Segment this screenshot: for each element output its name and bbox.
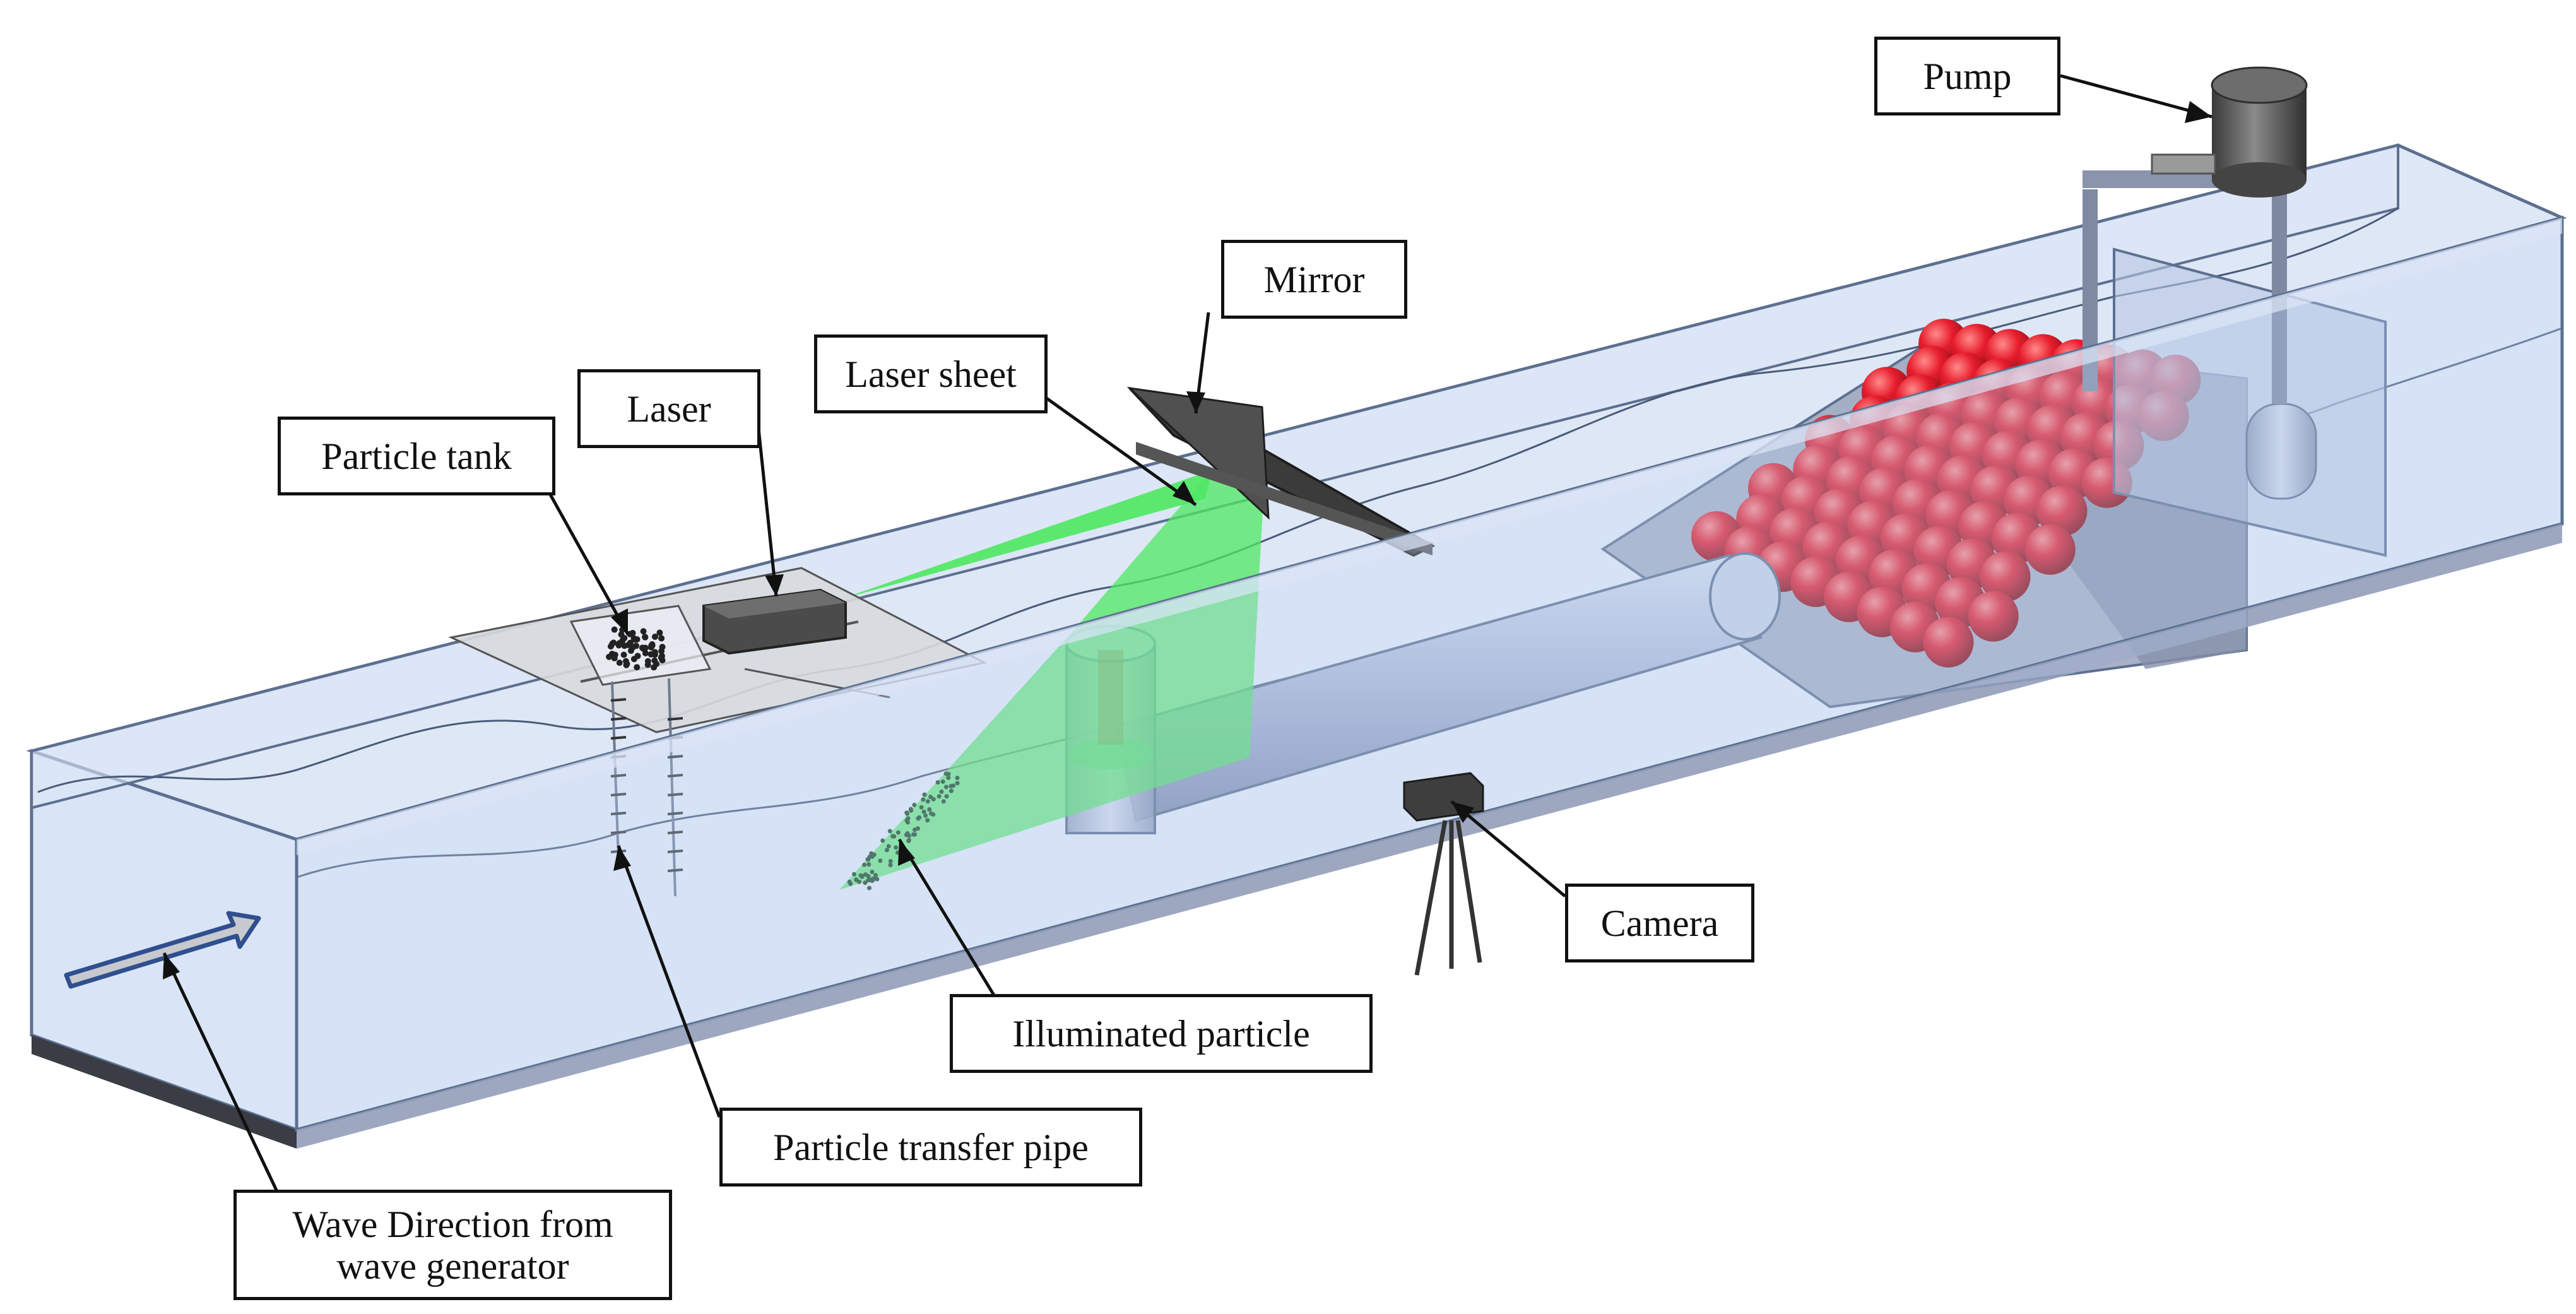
label-pump: Pump (1874, 37, 2060, 115)
label-laser: Laser (577, 369, 760, 448)
label-laser-text: Laser (627, 387, 711, 431)
label-particle-tank: Particle tank (278, 417, 555, 495)
label-mirror-text: Mirror (1264, 257, 1365, 302)
tank-particle-dot (606, 654, 612, 660)
camera-tripod-icon (1404, 773, 1483, 975)
label-camera-text: Camera (1601, 901, 1719, 945)
label-illuminated-particle: Illuminated particle (950, 994, 1373, 1073)
tank-particle-dot (623, 662, 629, 668)
tank-particle-dot (645, 661, 651, 668)
tank-particle-dot (652, 634, 658, 640)
tube-tick (611, 699, 626, 701)
label-particle-transfer-pipe-text: Particle transfer pipe (773, 1125, 1089, 1169)
tank-particle-dot (649, 641, 655, 648)
tank-particle-dot (621, 635, 627, 641)
label-mirror: Mirror (1221, 240, 1407, 319)
tank-particle-dot (658, 648, 665, 654)
tube-tick (611, 718, 626, 719)
tank-particle-dot (617, 660, 623, 666)
label-particle-transfer-pipe: Particle transfer pipe (719, 1108, 1142, 1187)
label-wave-direction: Wave Direction from wave generator (233, 1190, 672, 1300)
tank-particle-dot (652, 651, 658, 658)
tank-particle-dot (617, 640, 623, 646)
tank-particle-dot (621, 652, 627, 658)
label-wave-direction-line1: Wave Direction from (292, 1204, 613, 1245)
tank-particle-dot (630, 630, 636, 636)
tank-particle-dot (641, 628, 647, 634)
label-camera: Camera (1565, 884, 1754, 962)
label-particle-tank-text: Particle tank (321, 434, 512, 478)
tube-tick (668, 718, 683, 719)
label-wave-direction-line2: wave generator (336, 1245, 569, 1287)
label-laser-sheet: Laser sheet (814, 334, 1048, 413)
tank-particle-dot (642, 645, 649, 651)
tank-particle-dot (634, 664, 640, 670)
tank-particle-dot (612, 655, 618, 661)
label-pump-text: Pump (1923, 54, 2011, 98)
tank-particle-dot (658, 635, 665, 641)
label-laser-sheet-text: Laser sheet (845, 352, 1017, 396)
tank-particle-dot (612, 627, 618, 633)
tank-particle-dot (610, 639, 617, 646)
tank-particle-dot (659, 657, 666, 663)
tank-particle-dot (651, 664, 657, 670)
tank-particle-dot (634, 636, 640, 642)
tank-particle-dot (642, 634, 648, 641)
tank-particle-dot (635, 653, 641, 659)
tank-particle-dot (630, 644, 636, 651)
tube-tick (611, 737, 626, 738)
label-illuminated-particle-text: Illuminated particle (1012, 1012, 1309, 1056)
